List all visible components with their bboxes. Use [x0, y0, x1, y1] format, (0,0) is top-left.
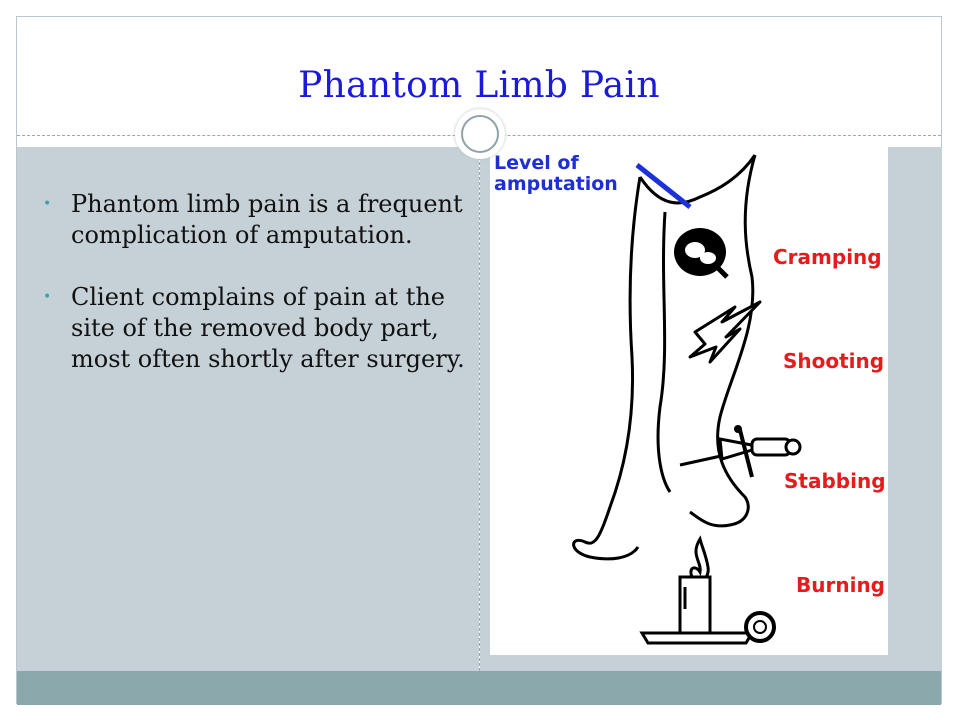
stump-top-icon	[638, 154, 757, 205]
bullet-list: • Phantom limb pain is a frequent compli…	[43, 189, 473, 406]
calf-line-icon	[656, 211, 672, 493]
bullet-text: Phantom limb pain is a frequent complica…	[71, 190, 463, 249]
slide-title: Phantom Limb Pain	[298, 65, 660, 106]
bullet-item: • Phantom limb pain is a frequent compli…	[43, 189, 473, 251]
limb-drawing	[572, 154, 802, 645]
shooting-icon	[688, 300, 762, 364]
stabbing-label: Stabbing	[784, 469, 886, 493]
bullet-text: Client complains of pain at the site of …	[71, 283, 465, 373]
burning-icon	[639, 535, 776, 645]
leg-outline-icon	[572, 176, 642, 561]
bullet-icon: •	[43, 289, 52, 305]
cramping-icon	[674, 228, 729, 279]
bullet-item: • Client complains of pain at the site o…	[43, 282, 473, 375]
leg-outline-back-icon	[689, 154, 757, 528]
bullet-icon: •	[43, 196, 52, 212]
decorative-ring-icon	[455, 109, 505, 159]
amputation-label: Level of amputation	[494, 152, 618, 195]
cramping-label: Cramping	[773, 245, 882, 269]
phantom-limb-illustration: Level of amputation Cramping Shooting St…	[490, 147, 888, 655]
burning-label: Burning	[796, 573, 885, 597]
shooting-label: Shooting	[783, 349, 885, 373]
footer-bar	[17, 671, 941, 705]
amputation-line-icon	[635, 163, 692, 209]
slide: Phantom Limb Pain • Phantom limb pain is…	[16, 16, 942, 705]
stabbing-icon	[679, 425, 802, 478]
left-content-panel	[17, 147, 479, 671]
column-divider	[479, 147, 480, 671]
